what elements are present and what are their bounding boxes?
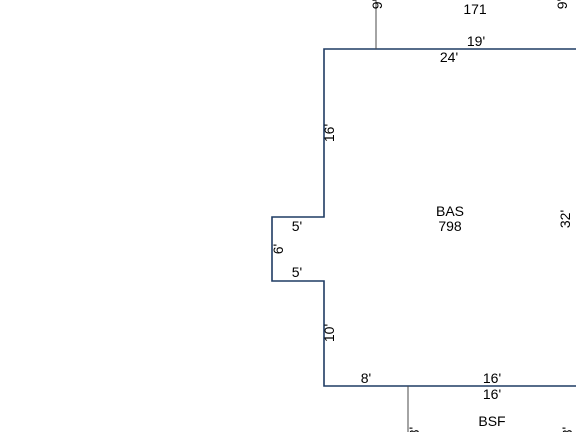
dim-bottom-neighbor-left: 8': [406, 427, 422, 432]
dim-notch-top: 5': [292, 218, 302, 234]
dim-bottom-upper: 16': [483, 370, 501, 386]
bas-outline: [271, 48, 576, 387]
dim-bottom-lower: 16': [483, 386, 501, 402]
dim-top-neighbor-right: 9': [554, 0, 570, 9]
dim-notch-side: 6': [270, 244, 286, 254]
bas-area-code: BAS: [436, 203, 464, 219]
dim-top-neighbor-left: 9': [369, 0, 385, 9]
dim-top-lower: 24': [440, 49, 458, 65]
dim-left-lower: 10': [321, 324, 337, 342]
dim-right: 32': [557, 210, 573, 228]
dim-top-upper: 19': [467, 33, 485, 49]
dim-bottom-left: 8': [361, 370, 371, 386]
dim-notch-bottom: 5': [292, 264, 302, 280]
dim-left-upper: 16': [321, 124, 337, 142]
bsf-area-code: BSF: [478, 413, 505, 429]
bas-area-value: 798: [438, 218, 462, 234]
top-area-value: 171: [463, 1, 487, 17]
dim-bottom-neighbor-right: 8': [559, 427, 575, 432]
